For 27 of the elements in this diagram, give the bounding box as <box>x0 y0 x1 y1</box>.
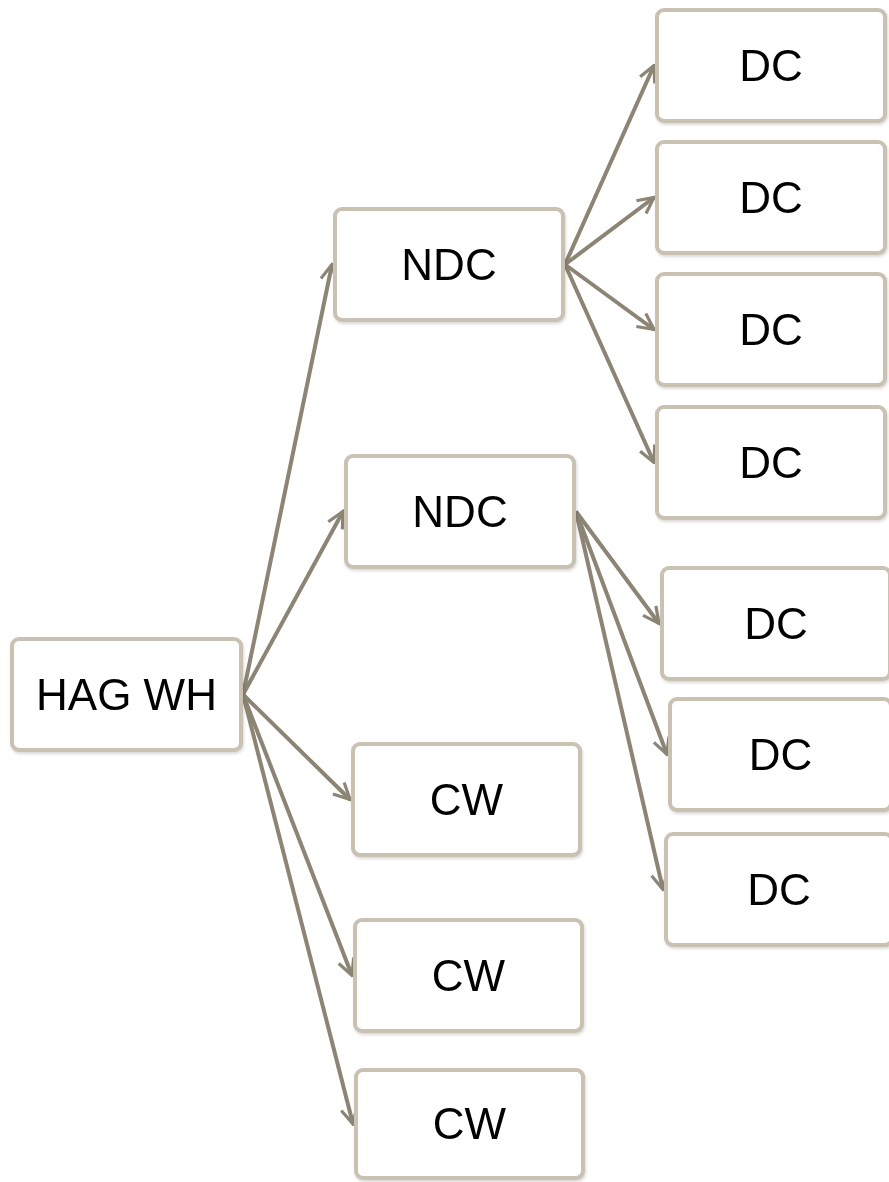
node-label: DC <box>739 437 803 488</box>
node-label: NDC <box>412 486 508 537</box>
process-box <box>351 742 582 857</box>
node-label: DC <box>739 40 803 91</box>
arrow <box>574 510 661 626</box>
node-label: CW <box>431 950 506 1001</box>
node-label: HAG WH <box>36 669 217 720</box>
process-box <box>655 272 887 387</box>
node-label: NDC <box>401 239 497 290</box>
process-box <box>660 566 889 681</box>
process-box <box>344 454 576 569</box>
process-box <box>664 832 889 947</box>
process-box <box>655 8 887 123</box>
node-label: DC <box>739 172 803 223</box>
node-label: CW <box>429 774 504 825</box>
process-box <box>655 405 887 520</box>
process-box <box>354 1068 585 1180</box>
process-box <box>10 637 243 752</box>
node-label: DC <box>744 598 808 649</box>
process-box <box>353 918 584 1033</box>
process-box <box>655 140 887 255</box>
node-label: DC <box>739 304 803 355</box>
node-label: CW <box>432 1099 507 1149</box>
node-label: DC <box>748 729 813 780</box>
process-box <box>668 697 889 812</box>
process-box <box>333 207 565 322</box>
node-label: DC <box>747 864 811 915</box>
